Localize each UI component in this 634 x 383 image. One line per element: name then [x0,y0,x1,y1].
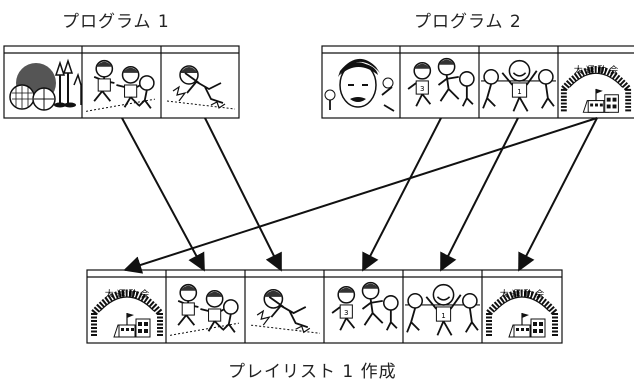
program2-label: プログラム 2 [414,12,522,32]
arrow-p2-4-to-pl-6 [518,117,598,272]
arrow-p2-3-to-pl-5 [440,117,519,272]
arrow-p1-3-to-pl-3 [204,117,282,272]
mapping-arrows [121,117,598,274]
arrow-p2-2-to-pl-4 [362,117,442,272]
arrow-p2-4-to-pl-1 [123,117,598,274]
program1-strip [3,45,240,119]
playlist-label: プレイリスト 1 作成 [228,362,397,382]
sign-text: 大 運 動 会 [574,64,619,76]
program1-label: プログラム 1 [62,12,170,32]
sign-text: 大 運 動 会 [500,288,545,300]
playlist-strip: 大 運 動 会 大 運 動 会 [86,269,563,344]
program2-strip: 大 運 動 会 [321,45,634,119]
arrow-p1-2-to-pl-2 [121,117,205,272]
sign-text: 大 運 動 会 [105,288,150,300]
